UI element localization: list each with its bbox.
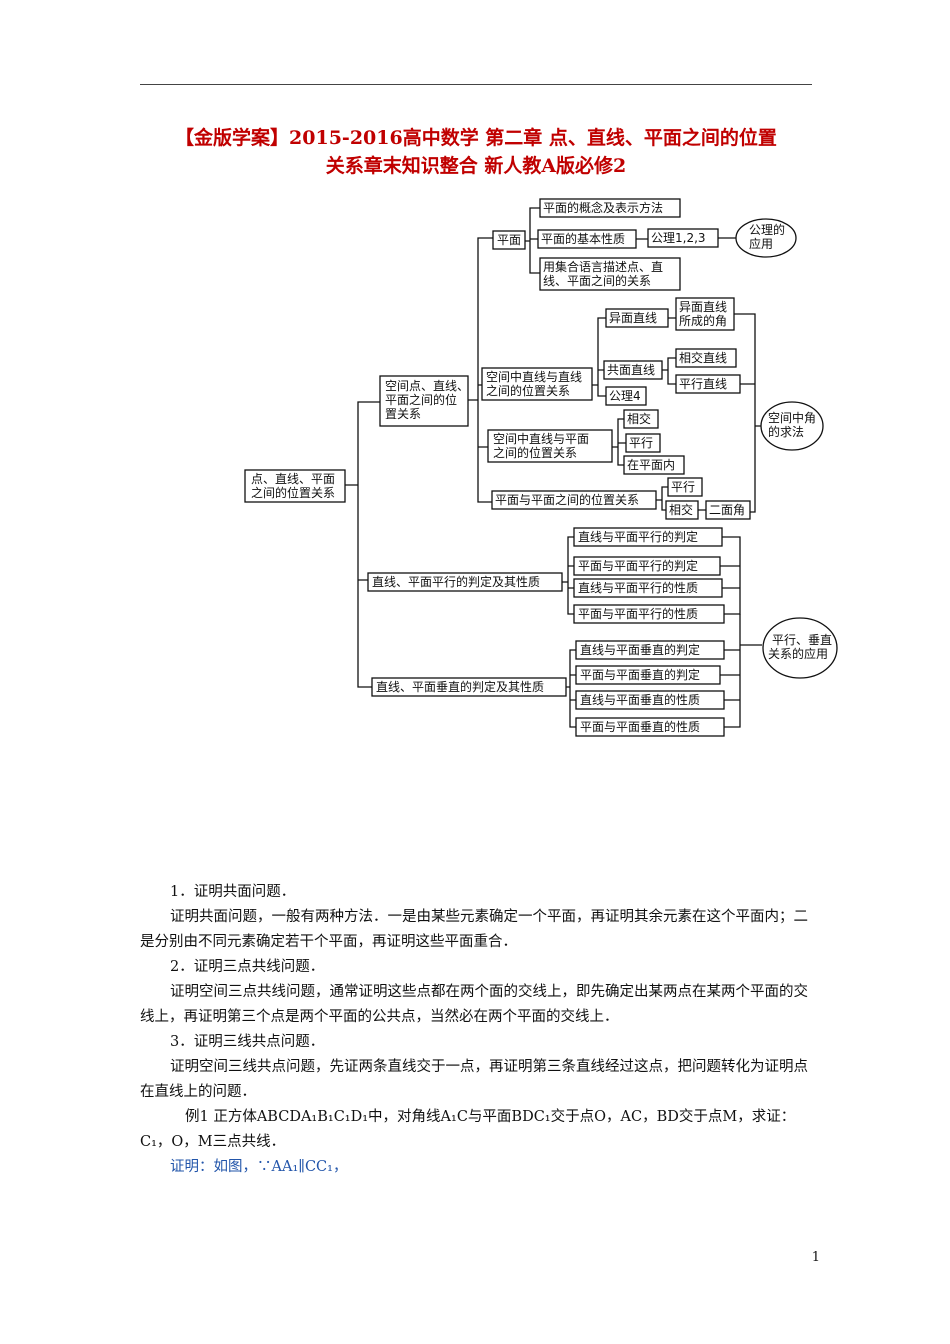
branch2-label: 直线、平面平行的判定及其性质 — [372, 574, 540, 589]
branch1-label-2: 平面之间的位 — [385, 392, 457, 407]
plane-label: 平面 — [497, 233, 521, 247]
heading-1: 1．证明共面问题． — [170, 884, 296, 900]
axiom4-label: 公理4 — [609, 389, 641, 403]
intersect-lines-box — [675, 348, 737, 368]
par-item-3-label: 直线与平面平行的性质 — [578, 580, 698, 595]
line-line-label-1: 空间中直线与直线 — [486, 369, 582, 384]
header-rule — [140, 84, 812, 85]
paragraph-1: 证明共面问题，一般有两种方法．一是由某些元素确定一个平面，再证明其余元素在这个平… — [140, 909, 808, 950]
perp-item-2-label: 平面与平面垂直的判定 — [580, 667, 700, 682]
angle-method-oval — [760, 401, 824, 451]
skew-label: 异面直线 — [609, 311, 657, 325]
perp-item-4-label: 平面与平面垂直的性质 — [580, 719, 700, 734]
pp-intersect-label: 相交 — [669, 502, 693, 517]
perp-item-4-box — [575, 717, 725, 737]
par-item-2-box — [573, 556, 721, 576]
par-item-4-box — [573, 604, 725, 624]
par-item-4-label: 平面与平面平行的性质 — [578, 606, 698, 621]
skew-angle-label-1: 异面直线 — [679, 300, 727, 314]
lp-intersect-label: 相交 — [627, 411, 651, 426]
root-box — [244, 469, 346, 503]
perp-item-2-box — [575, 665, 721, 685]
branch1-box — [379, 375, 469, 427]
par-item-1-box — [573, 527, 723, 547]
skew-angle-label-2: 所成的角 — [679, 313, 727, 328]
set-language-box — [539, 257, 681, 291]
root-label-1: 点、直线、平面 — [251, 472, 335, 486]
lp-parallel-label: 平行 — [629, 436, 653, 450]
coplanar-box — [603, 360, 663, 380]
pp-parallel-label: 平行 — [671, 480, 695, 494]
heading-2: 2．证明三点共线问题． — [170, 959, 325, 975]
page-number: 1 — [811, 1250, 820, 1265]
axiom-app-label-1: 公理的 — [749, 222, 785, 237]
plane-property-box — [537, 229, 637, 249]
diagram-connectors — [345, 207, 762, 728]
dihedral-label: 二面角 — [709, 503, 745, 517]
par-item-1-label: 直线与平面平行的判定 — [578, 529, 698, 544]
application-oval — [762, 617, 838, 679]
lp-in-label: 在平面内 — [627, 458, 675, 472]
plane-property-label: 平面的基本性质 — [541, 231, 625, 246]
title-line-1: 【金版学案】2015-2016高中数学 第二章 点、直线、平面之间的位置 — [175, 127, 777, 149]
axioms-box — [647, 228, 719, 248]
perp-item-3-label: 直线与平面垂直的性质 — [580, 692, 700, 707]
axiom-app-oval — [735, 218, 797, 258]
plane-plane-box — [491, 490, 657, 510]
application-label-1: 平行、垂直 — [772, 633, 832, 647]
angle-method-label-2: 的求法 — [768, 424, 804, 439]
intersect-lines-label: 相交直线 — [679, 350, 727, 365]
heading-3: 3．证明三线共点问题． — [170, 1034, 325, 1050]
line-plane-box — [487, 429, 613, 463]
pp-intersect-box — [665, 500, 699, 520]
skew-box — [605, 308, 669, 328]
parallel-lines-label: 平行直线 — [679, 377, 727, 391]
angle-method-label-1: 空间中角 — [768, 410, 816, 425]
line-line-box — [481, 367, 593, 401]
lp-parallel-box — [625, 433, 661, 453]
lp-intersect-box — [623, 409, 659, 429]
set-language-label-1: 用集合语言描述点、直 — [543, 259, 663, 274]
paragraph-2: 证明空间三点共线问题，通常证明这些点都在两个面的交线上，即先确定出某两点在某两个… — [140, 984, 808, 1025]
example-1: 例1 正方体ABCDA₁B₁C₁D₁中，对角线A₁C与平面BDC₁交于点O，AC… — [140, 1109, 796, 1150]
branch3-box — [371, 677, 567, 697]
axiom-app-label-2: 应用 — [749, 236, 773, 251]
plane-box — [492, 230, 526, 250]
par-item-3-box — [573, 578, 723, 598]
perp-item-1-label: 直线与平面垂直的判定 — [580, 642, 700, 657]
lp-in-box — [623, 455, 685, 475]
axiom4-box — [605, 386, 647, 406]
plane-plane-label: 平面与平面之间的位置关系 — [495, 492, 639, 507]
parallel-lines-box — [675, 374, 741, 394]
set-language-label-2: 线、平面之间的关系 — [543, 273, 651, 288]
branch1-label-3: 置关系 — [385, 407, 421, 421]
perp-item-3-box — [575, 690, 725, 710]
coplanar-label: 共面直线 — [607, 363, 655, 377]
axioms-label: 公理1,2,3 — [651, 231, 706, 245]
knowledge-structure-diagram: 点、直线、平面 之间的位置关系 空间点、直线、 平面之间的位 置关系 平面 平面… — [244, 198, 838, 737]
plane-concept-label: 平面的概念及表示方法 — [543, 200, 663, 215]
paragraph-3: 证明空间三线共点问题，先证两条直线交于一点，再证明第三条直线经过这点，把问题转化… — [140, 1059, 808, 1100]
skew-angle-box — [675, 297, 735, 331]
application-label-2: 关系的应用 — [768, 646, 828, 661]
dihedral-box — [705, 500, 751, 520]
proof-start: 证明：如图，∵AA₁∥CC₁， — [170, 1159, 348, 1175]
pp-parallel-box — [667, 477, 703, 497]
root-label-2: 之间的位置关系 — [251, 485, 335, 500]
branch2-box — [367, 572, 563, 592]
title-line-2: 关系章末知识整合 新人教A版必修2 — [325, 155, 627, 177]
line-plane-label-2: 之间的位置关系 — [493, 445, 577, 460]
line-line-label-2: 之间的位置关系 — [486, 383, 570, 398]
plane-concept-box — [539, 198, 681, 218]
perp-item-1-box — [575, 640, 725, 660]
page-title: 【金版学案】2015-2016高中数学 第二章 点、直线、平面之间的位置 关系章… — [120, 124, 832, 180]
branch3-label: 直线、平面垂直的判定及其性质 — [376, 679, 544, 694]
line-plane-label-1: 空间中直线与平面 — [493, 431, 589, 446]
par-item-2-label: 平面与平面平行的判定 — [578, 558, 698, 573]
branch1-label-1: 空间点、直线、 — [385, 379, 469, 393]
body-text: 1．证明共面问题． 证明共面问题，一般有两种方法．一是由某些元素确定一个平面，再… — [140, 880, 812, 1180]
